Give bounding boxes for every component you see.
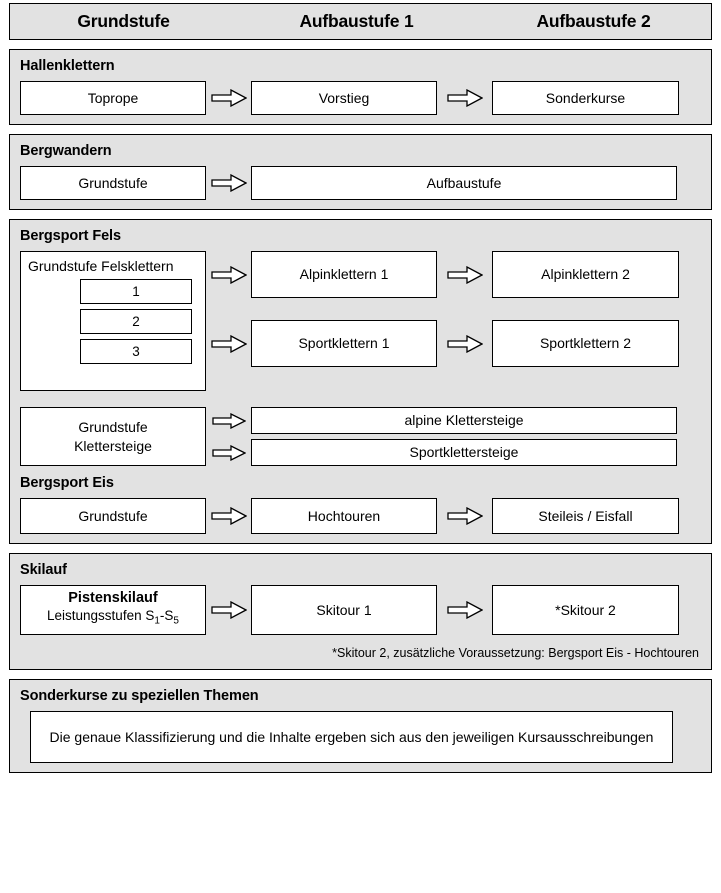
- right-arrow-icon: [210, 265, 247, 284]
- section-title-bergsport-fels: Bergsport Fels: [20, 228, 121, 244]
- bergsport-eis-row: Grundstufe Hochtouren Steileis / Eisfall: [20, 498, 701, 534]
- box-sonderkurse[interactable]: Sonderkurse: [492, 81, 679, 115]
- arrow-cell: [206, 265, 251, 284]
- section-title-skilauf: Skilauf: [20, 562, 67, 578]
- header-label-aufbaustufe-1: Aufbaustufe 1: [299, 11, 414, 31]
- arrow-cell: [206, 444, 251, 461]
- right-arrow-icon: [210, 334, 247, 353]
- box-alpinklettern-1[interactable]: Alpinklettern 1: [251, 251, 437, 298]
- header-column-aufbaustufe-2: Aufbaustufe 2: [476, 4, 711, 39]
- box-sportklettersteige[interactable]: Sportklettersteige: [251, 439, 677, 466]
- section-bergsport-fels: Bergsport Fels Grundstufe Felsklettern 1…: [9, 219, 712, 544]
- box-sportklettern-1[interactable]: Sportklettern 1: [251, 320, 437, 367]
- sportklettersteige-row: Sportklettersteige: [206, 439, 701, 466]
- arrow-cell: [437, 334, 492, 353]
- alpinklettern-row: Alpinklettern 1 Alpinklettern 2: [206, 251, 701, 298]
- header-label-grundstufe: Grundstufe: [77, 11, 170, 31]
- arrow-cell: [206, 498, 251, 534]
- arrow-cell: [437, 498, 492, 534]
- box-alpinklettern-2[interactable]: Alpinklettern 2: [492, 251, 679, 298]
- level-box-2[interactable]: 2: [80, 309, 192, 334]
- right-arrow-icon: [210, 507, 247, 525]
- box-toprope[interactable]: Toprope: [20, 81, 206, 115]
- section-skilauf: Skilauf Pistenskilauf Leistungsstufen S1…: [9, 553, 712, 670]
- section-sonderkurse: Sonderkurse zu speziellen Themen Die gen…: [9, 679, 712, 773]
- box-alpine-klettersteige[interactable]: alpine Klettersteige: [251, 407, 677, 434]
- fels-progression-columns: Alpinklettern 1 Alpinklettern 2 Spo: [206, 251, 701, 367]
- right-arrow-icon: [211, 444, 246, 461]
- right-arrow-icon: [446, 601, 483, 619]
- box-sonderkurse-text[interactable]: Die genaue Klassifizierung und die Inhal…: [30, 711, 673, 763]
- grundstufe-felsklettern-label: Grundstufe Felsklettern: [28, 258, 174, 274]
- arrow-cell: [206, 166, 251, 200]
- box-bergwandern-grundstufe[interactable]: Grundstufe: [20, 166, 206, 200]
- bergsport-fels-grid: Grundstufe Felsklettern 1 2 3 Alpinklett…: [20, 251, 701, 391]
- section-title-bergwandern: Bergwandern: [20, 143, 112, 159]
- grundstufe-klettersteige-line2: Klettersteige: [74, 437, 152, 454]
- box-eis-grundstufe[interactable]: Grundstufe: [20, 498, 206, 534]
- arrow-cell: [206, 81, 251, 115]
- box-grundstufe-klettersteige[interactable]: Grundstufe Klettersteige: [20, 407, 206, 466]
- klettersteige-targets: alpine Klettersteige Sportklettersteige: [206, 407, 701, 466]
- stage-header-row: Grundstufe Aufbaustufe 1 Aufbaustufe 2: [9, 3, 712, 40]
- sportklettern-row: Sportklettern 1 Sportklettern 2: [206, 320, 701, 367]
- klettersteige-grid: Grundstufe Klettersteige alpine Kletters…: [20, 407, 701, 466]
- right-arrow-icon: [446, 507, 483, 525]
- box-steileis-eisfall[interactable]: Steileis / Eisfall: [492, 498, 679, 534]
- box-pistenskilauf[interactable]: Pistenskilauf Leistungsstufen S1-S5: [20, 585, 206, 635]
- skilauf-footnote: *Skitour 2, zusätzliche Voraussetzung: B…: [332, 646, 699, 660]
- box-sportklettern-2[interactable]: Sportklettern 2: [492, 320, 679, 367]
- right-arrow-icon: [446, 89, 483, 107]
- arrow-cell: [437, 265, 492, 284]
- right-arrow-icon: [210, 601, 247, 619]
- right-arrow-icon: [446, 334, 483, 353]
- arrow-cell: [437, 81, 492, 115]
- pistenskilauf-levels: Leistungsstufen S1-S5: [47, 607, 179, 630]
- arrow-cell: [437, 585, 492, 635]
- section-title-sonderkurse: Sonderkurse zu speziellen Themen: [20, 688, 259, 704]
- level-box-3[interactable]: 3: [80, 339, 192, 364]
- section-title-bergsport-eis: Bergsport Eis: [20, 475, 114, 491]
- grundstufe-klettersteige-line1: Grundstufe: [78, 418, 148, 435]
- hallenklettern-row: Toprope Vorstieg Sonderkurse: [20, 81, 701, 115]
- header-column-grundstufe: Grundstufe: [10, 4, 237, 39]
- box-skitour-2[interactable]: *Skitour 2: [492, 585, 679, 635]
- header-label-aufbaustufe-2: Aufbaustufe 2: [536, 11, 651, 31]
- right-arrow-icon: [211, 412, 246, 429]
- skilauf-row: Pistenskilauf Leistungsstufen S1-S5 Skit…: [20, 585, 701, 635]
- box-hochtouren[interactable]: Hochtouren: [251, 498, 437, 534]
- section-title-hallenklettern: Hallenklettern: [20, 58, 115, 74]
- box-skitour-1[interactable]: Skitour 1: [251, 585, 437, 635]
- alpine-klettersteige-row: alpine Klettersteige: [206, 407, 701, 434]
- right-arrow-icon: [210, 174, 247, 192]
- bergwandern-row: Grundstufe Aufbaustufe: [20, 166, 701, 200]
- arrow-cell: [206, 334, 251, 353]
- right-arrow-icon: [210, 89, 247, 107]
- section-bergwandern: Bergwandern Grundstufe Aufbaustufe: [9, 134, 712, 210]
- box-vorstieg[interactable]: Vorstieg: [251, 81, 437, 115]
- levels-prefix: Leistungsstufen S: [47, 608, 155, 624]
- arrow-cell: [206, 412, 251, 429]
- level-box-1[interactable]: 1: [80, 279, 192, 304]
- pistenskilauf-title: Pistenskilauf: [68, 590, 158, 607]
- section-hallenklettern: Hallenklettern Toprope Vorstieg Sonderku…: [9, 49, 712, 125]
- levels-sub-1: 1: [154, 615, 160, 627]
- course-structure-diagram: Grundstufe Aufbaustufe 1 Aufbaustufe 2 H…: [0, 3, 721, 893]
- box-grundstufe-felsklettern[interactable]: Grundstufe Felsklettern 1 2 3: [20, 251, 206, 391]
- arrow-cell: [206, 585, 251, 635]
- levels-mid: -S: [159, 608, 174, 624]
- box-bergwandern-aufbaustufe[interactable]: Aufbaustufe: [251, 166, 677, 200]
- levels-sub-2: 5: [173, 615, 179, 627]
- right-arrow-icon: [446, 265, 483, 284]
- header-column-aufbaustufe-1: Aufbaustufe 1: [237, 4, 476, 39]
